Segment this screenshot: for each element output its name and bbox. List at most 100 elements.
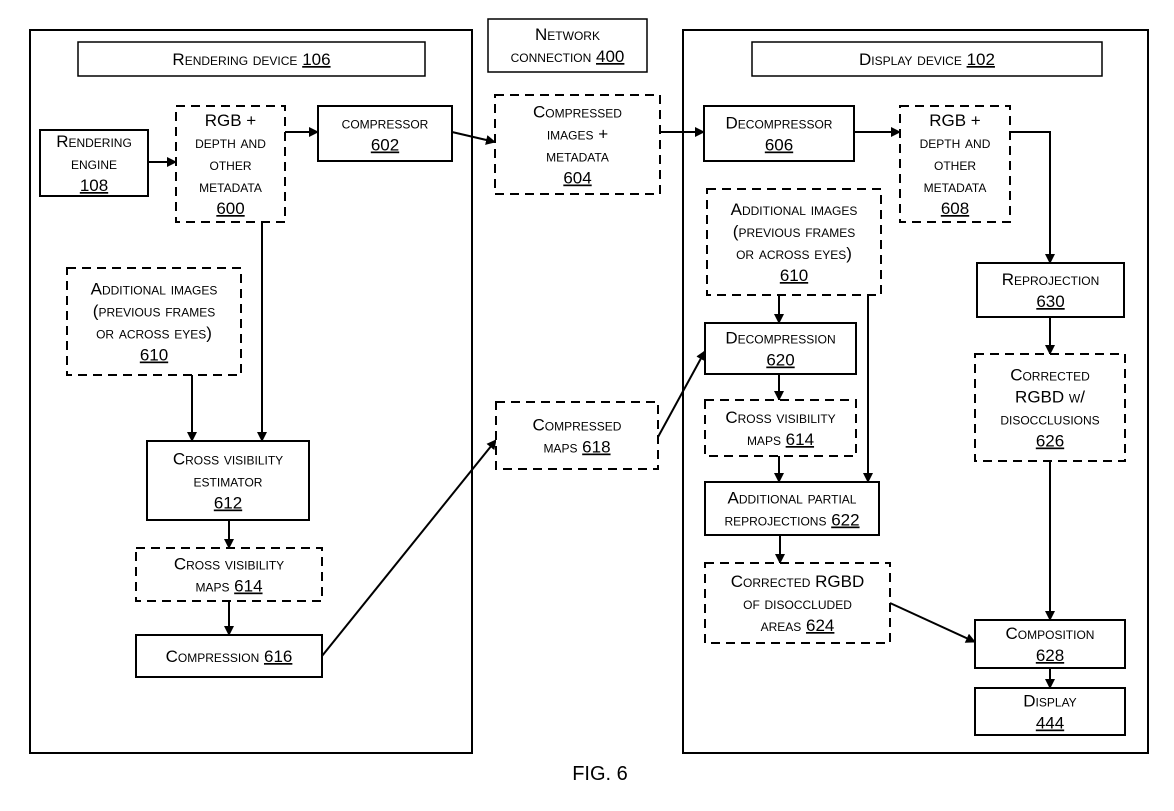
box-number-line: 606	[765, 136, 793, 155]
box-label-line: depth and	[195, 133, 266, 152]
box-corrected-areas: Corrected RGBD of disoccluded areas 624	[704, 562, 891, 644]
box-rendering-engine: Rendering engine 108	[39, 129, 149, 197]
box-label-line: RGB +	[205, 111, 257, 130]
figure-label: FIG. 6	[572, 763, 628, 785]
box-number-line: 602	[371, 136, 399, 155]
box-reference-number: 610	[140, 346, 168, 365]
box-reference-number: 612	[214, 494, 242, 513]
box-label-line: Compressed	[533, 103, 622, 122]
box-label-line: Composition	[1006, 624, 1095, 643]
flow-boxes: Rendering engine 108 RGB + depth and other met…	[39, 94, 1126, 736]
box-number-line: Compression 616	[166, 647, 293, 666]
box-number-line: 620	[766, 351, 794, 370]
connectors	[148, 127, 1055, 689]
box-label-prefix: maps	[195, 577, 234, 596]
box-number-line: maps 614	[747, 430, 814, 449]
box-partial-reprojections: Additional partial reprojections 622	[704, 481, 880, 536]
box-label-line: metadata	[924, 177, 987, 196]
arrow-compressed-maps-to-decompression	[657, 350, 706, 438]
box-reference-number: 606	[765, 136, 793, 155]
box-label-line: depth and	[920, 133, 991, 152]
box-number-line: maps 614	[195, 577, 262, 596]
box-additional-610-left: Additional images (previous frames or acro…	[66, 267, 242, 376]
box-label-line: Additional partial	[728, 489, 857, 508]
arrow-compression-to-compressed-maps	[321, 439, 497, 657]
box-reference-number: 610	[780, 266, 808, 285]
box-number-line: areas 624	[761, 616, 835, 635]
box-label-line: Compressed	[533, 416, 622, 435]
box-reference-number: 602	[371, 136, 399, 155]
box-reference-number: 626	[1036, 432, 1064, 451]
svg-text:connection 400: connection 400	[511, 47, 625, 66]
box-label-line: metadata	[546, 147, 609, 166]
box-number-line: maps 618	[543, 438, 610, 457]
box-label-line: metadata	[199, 177, 262, 196]
box-label-line: disocclusions	[1000, 410, 1099, 429]
box-label-line: (previous frames	[733, 222, 855, 241]
network-number: 400	[596, 47, 624, 66]
box-reference-number: 624	[806, 616, 834, 635]
box-compression-616: Compression 616	[135, 634, 323, 678]
box-compressed-maps: Compressed maps 618	[495, 401, 659, 470]
box-additional-610-right: Additional images (previous frames or acro…	[706, 188, 882, 296]
box-reference-number: 108	[80, 176, 108, 195]
display-device-title: Display device	[859, 50, 962, 69]
arrow-rgb608-to-reprojection	[1010, 131, 1055, 264]
box-reference-number: 444	[1036, 714, 1064, 733]
box-label-line: estimator	[194, 472, 263, 491]
box-reference-number: 628	[1036, 646, 1064, 665]
box-reference-number: 614	[234, 577, 262, 596]
box-label-line: RGB +	[929, 111, 981, 130]
box-label-line: engine	[71, 154, 117, 173]
box-reference-number: 614	[786, 430, 814, 449]
box-number-line: 628	[1036, 646, 1064, 665]
box-label-line: Additional images	[731, 200, 858, 219]
network-connection-label: Network connection 400	[487, 18, 648, 73]
box-cross-maps-right: Cross visibility maps 614	[704, 399, 857, 457]
box-number-line: 600	[216, 199, 244, 218]
box-label-line: RGBD w/	[1015, 388, 1085, 407]
svg-text:Display device 1: Display device 102	[859, 50, 995, 69]
box-label-line: Reprojection	[1002, 270, 1100, 289]
rendering-device-header: Rendering device 106	[77, 41, 426, 77]
network-title-line2: connection	[511, 47, 592, 66]
box-reprojection: Reprojection 630	[976, 262, 1125, 318]
box-label-prefix: maps	[543, 438, 582, 457]
box-label-prefix: Compression	[166, 647, 264, 666]
box-label-line: Cross visibility	[725, 408, 835, 427]
box-reference-number: 622	[831, 511, 859, 530]
box-number-line: 108	[80, 176, 108, 195]
box-number-line: 630	[1036, 292, 1064, 311]
box-label-line: Cross visibility	[174, 555, 284, 574]
box-label-line: of disoccluded	[743, 594, 852, 613]
box-label-line: Rendering	[56, 132, 132, 151]
box-label-prefix: reprojections	[724, 511, 831, 530]
box-number-line: 610	[140, 346, 168, 365]
rendering-device-region	[29, 29, 473, 754]
box-label-line: other	[934, 155, 976, 174]
box-label-line: (previous frames	[93, 302, 215, 321]
box-label-line: images +	[547, 125, 608, 144]
box-reference-number: 620	[766, 351, 794, 370]
box-label-line: Decompressor	[726, 114, 833, 133]
box-label-line: or across eyes)	[96, 324, 212, 343]
display-device-header: Display device 102	[751, 41, 1103, 77]
box-number-line: reprojections 622	[724, 511, 859, 530]
box-decompressor: Decompressor 606	[703, 105, 855, 162]
rendering-device-title: Rendering device	[172, 50, 297, 69]
box-label-line: Display	[1023, 692, 1076, 711]
network-title: Network	[535, 25, 600, 44]
box-label-line: Corrected RGBD	[731, 572, 864, 591]
box-number-line: 626	[1036, 432, 1064, 451]
display-device-number: 102	[967, 50, 995, 69]
box-label-line: Additional images	[91, 280, 218, 299]
box-label-line: or across eyes)	[736, 244, 852, 263]
box-label-prefix: areas	[761, 616, 806, 635]
